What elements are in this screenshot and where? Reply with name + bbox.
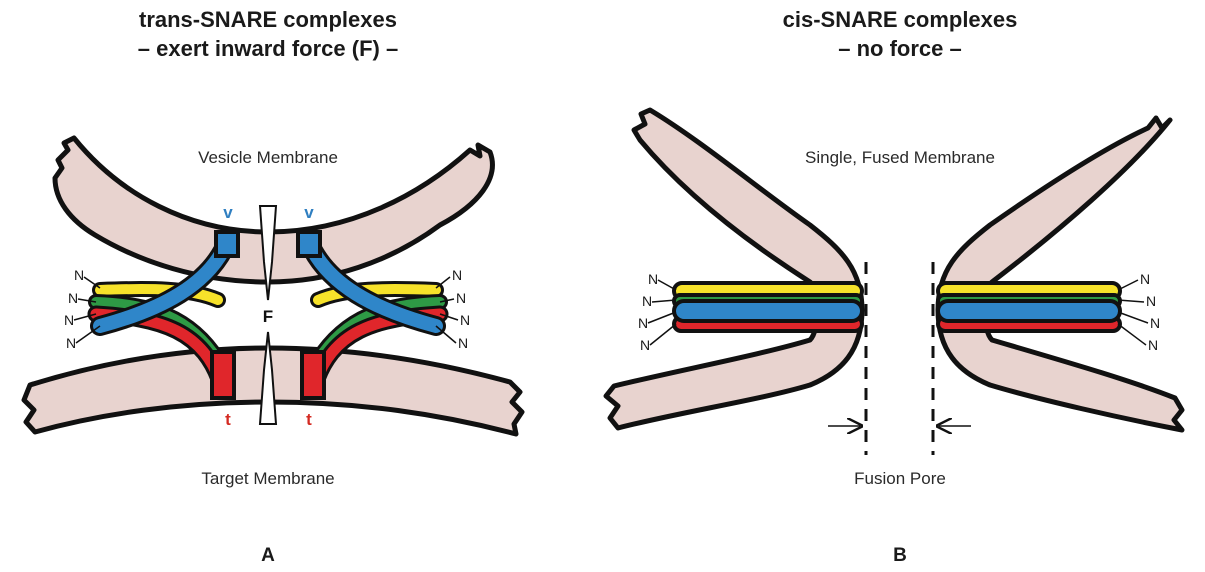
n-label: N — [1150, 315, 1160, 331]
fused-membrane-label: Single, Fused Membrane — [805, 148, 995, 167]
panel-b-title-line1: cis-SNARE complexes — [783, 7, 1018, 32]
n-label: N — [1148, 337, 1158, 353]
panel-b-right-n-labels: N N N N — [1118, 271, 1160, 353]
n-label: N — [74, 267, 84, 283]
n-label: N — [642, 293, 652, 309]
n-label: N — [458, 335, 468, 351]
vesicle-membrane-label: Vesicle Membrane — [198, 148, 338, 167]
n-label: N — [648, 271, 658, 287]
n-label: N — [1146, 293, 1156, 309]
panel-a-title-line1: trans-SNARE complexes — [139, 7, 397, 32]
n-label: N — [456, 290, 466, 306]
v-label-right: v — [304, 203, 314, 222]
left-cis-snare-complex — [674, 283, 862, 331]
n-label: N — [460, 312, 470, 328]
target-membrane-label: Target Membrane — [201, 469, 334, 488]
n-label: N — [1140, 271, 1150, 287]
panel-b-title-line2: – no force – — [838, 36, 961, 61]
force-arrow-down — [260, 206, 276, 300]
t-label-left: t — [225, 410, 231, 429]
panel-a-letter: A — [261, 545, 275, 566]
left-t-snare-anchor — [212, 352, 234, 398]
panel-b-left-n-labels: N N N N — [638, 271, 676, 353]
panel-a: trans-SNARE complexes – exert inward for… — [24, 7, 522, 566]
n-label: N — [64, 312, 74, 328]
panel-a-title-line2: – exert inward force (F) – — [138, 36, 398, 61]
n-label: N — [68, 290, 78, 306]
t-label-right: t — [306, 410, 312, 429]
n-label: N — [638, 315, 648, 331]
v-label-left: v — [223, 203, 233, 222]
right-v-snare-anchor — [298, 232, 320, 256]
left-v-snare-anchor — [216, 232, 238, 256]
n-label: N — [66, 335, 76, 351]
n-label: N — [452, 267, 462, 283]
panel-b-letter: B — [893, 545, 907, 566]
force-label: F — [263, 307, 273, 326]
n-label: N — [640, 337, 650, 353]
panel-b: cis-SNARE complexes – no force – N N — [606, 7, 1182, 566]
fusion-pore-label: Fusion Pore — [854, 469, 946, 488]
right-cis-snare-complex — [938, 283, 1120, 331]
right-t-snare-anchor — [302, 352, 324, 398]
